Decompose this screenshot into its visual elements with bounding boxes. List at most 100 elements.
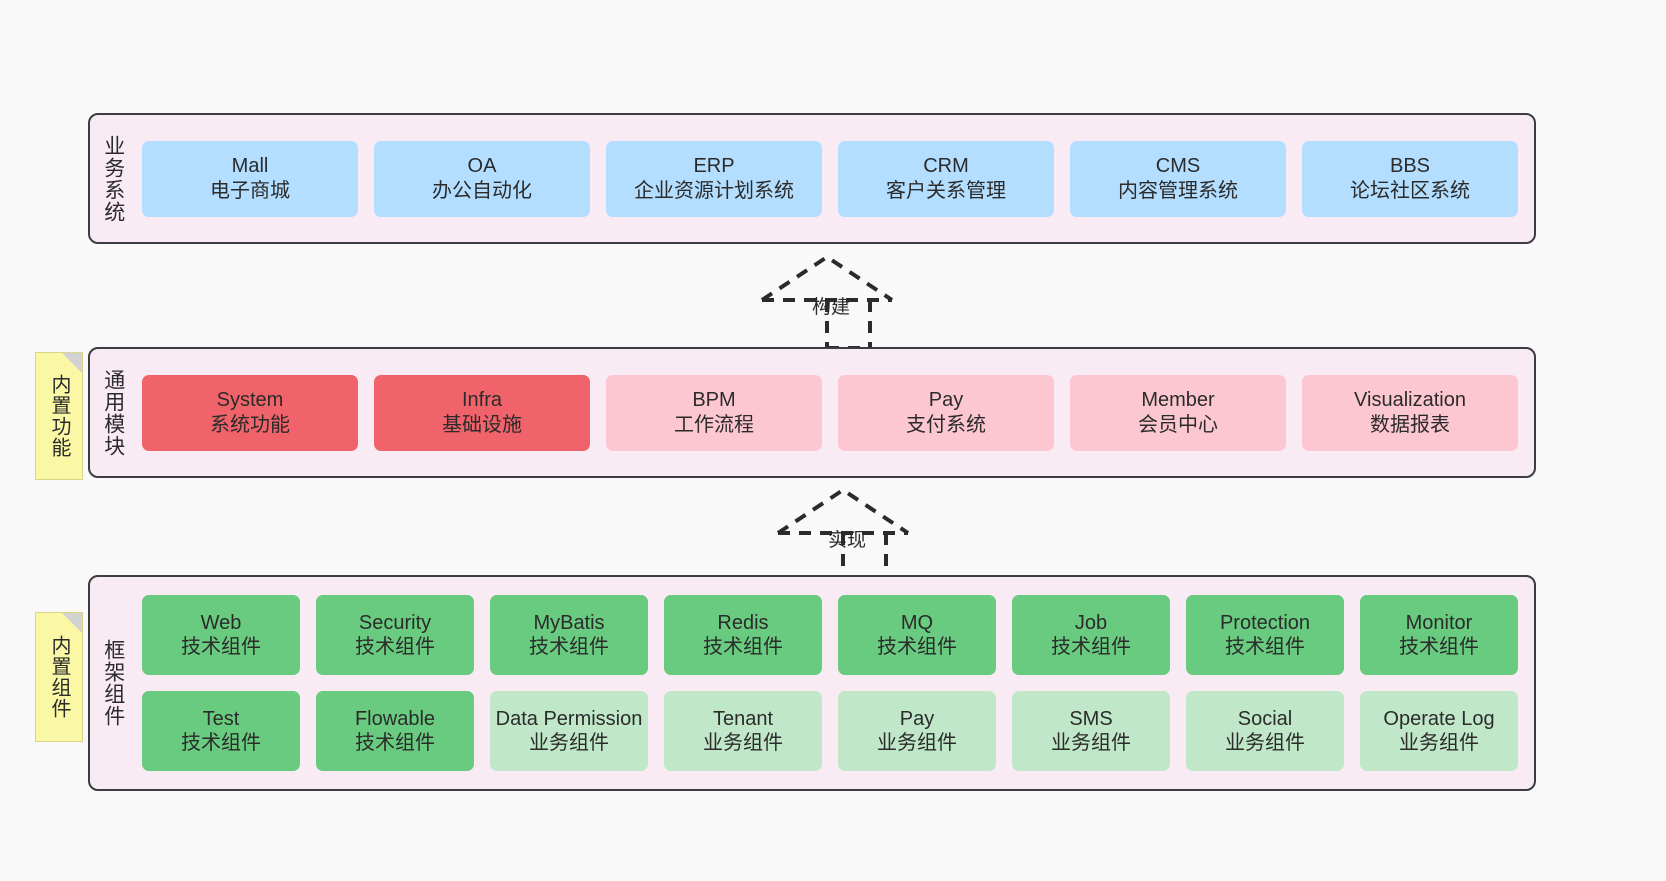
framework-components-title: 框架组件 xyxy=(101,639,125,727)
node-security[interactable]: Security 技术组件 xyxy=(316,595,474,675)
node-oa[interactable]: OA 办公自动化 xyxy=(374,140,590,217)
node-infra-en: Infra xyxy=(461,389,503,412)
node-test[interactable]: Test 技术组件 xyxy=(142,691,300,771)
note-builtin-features: 内置功能 xyxy=(35,352,83,480)
node-social-en: Social xyxy=(1237,707,1293,730)
node-mall[interactable]: Mall 电子商城 xyxy=(142,140,358,217)
common-modules-layer: 通用模块 System 系统功能 Infra 基础设施 BPM 工作流程 Pay… xyxy=(88,347,1536,478)
node-member[interactable]: Member 会员中心 xyxy=(1070,374,1286,451)
note-builtin-components-label: 内置组件 xyxy=(48,635,70,719)
node-sms[interactable]: SMS 业务组件 xyxy=(1012,691,1170,771)
node-mybatis-cn: 技术组件 xyxy=(529,636,609,658)
node-data-permission-en: Data Permission xyxy=(495,707,643,730)
common-modules-body: System 系统功能 Infra 基础设施 BPM 工作流程 Pay 支付系统… xyxy=(136,349,1534,476)
business-systems-row: Mall 电子商城 OA 办公自动化 ERP 企业资源计划系统 CRM 客户关系… xyxy=(142,140,1518,217)
node-tenant-cn: 业务组件 xyxy=(703,732,783,754)
node-operate-log[interactable]: Operate Log 业务组件 xyxy=(1360,691,1518,771)
node-infra[interactable]: Infra 基础设施 xyxy=(374,374,590,451)
node-protection-cn: 技术组件 xyxy=(1225,636,1305,658)
framework-row-business: Test 技术组件 Flowable 技术组件 Data Permission … xyxy=(142,691,1518,771)
node-visualization-en: Visualization xyxy=(1354,389,1466,412)
node-web-cn: 技术组件 xyxy=(181,636,261,658)
node-web[interactable]: Web 技术组件 xyxy=(142,595,300,675)
node-job-cn: 技术组件 xyxy=(1051,636,1131,658)
node-erp-cn: 企业资源计划系统 xyxy=(634,179,794,202)
node-oa-cn: 办公自动化 xyxy=(432,179,532,202)
node-protection-en: Protection xyxy=(1219,611,1311,634)
connector-implement: 实现 xyxy=(768,485,948,585)
node-security-en: Security xyxy=(358,611,432,634)
node-mybatis-en: MyBatis xyxy=(533,611,605,634)
note-builtin-components: 内置组件 xyxy=(35,612,83,742)
node-bbs[interactable]: BBS 论坛社区系统 xyxy=(1302,140,1518,217)
node-operate-log-en: Operate Log xyxy=(1383,707,1495,730)
node-operate-log-cn: 业务组件 xyxy=(1399,732,1479,754)
node-redis[interactable]: Redis 技术组件 xyxy=(664,595,822,675)
node-bpm-cn: 工作流程 xyxy=(674,413,754,436)
node-system-cn: 系统功能 xyxy=(210,413,290,436)
node-pay-framework[interactable]: Pay 业务组件 xyxy=(838,691,996,771)
node-social[interactable]: Social 业务组件 xyxy=(1186,691,1344,771)
node-mq[interactable]: MQ 技术组件 xyxy=(838,595,996,675)
node-visualization-cn: 数据报表 xyxy=(1370,413,1450,436)
business-systems-title: 业务系统 xyxy=(101,134,125,223)
connector-implement-label: 实现 xyxy=(828,530,867,551)
framework-row-technical: Web 技术组件 Security 技术组件 MyBatis 技术组件 Redi… xyxy=(142,595,1518,675)
node-flowable[interactable]: Flowable 技术组件 xyxy=(316,691,474,771)
node-mq-en: MQ xyxy=(900,611,934,634)
node-security-cn: 技术组件 xyxy=(355,636,435,658)
node-cms[interactable]: CMS 内容管理系统 xyxy=(1070,140,1286,217)
framework-components-layer: 框架组件 Web 技术组件 Security 技术组件 MyBatis 技术组件… xyxy=(88,575,1536,791)
node-redis-cn: 技术组件 xyxy=(703,636,783,658)
node-member-cn: 会员中心 xyxy=(1138,413,1218,436)
framework-components-body: Web 技术组件 Security 技术组件 MyBatis 技术组件 Redi… xyxy=(136,577,1534,789)
node-redis-en: Redis xyxy=(717,611,769,634)
common-modules-title: 通用模块 xyxy=(101,368,125,457)
node-tenant[interactable]: Tenant 业务组件 xyxy=(664,691,822,771)
note-builtin-features-label: 内置功能 xyxy=(48,374,70,458)
node-job[interactable]: Job 技术组件 xyxy=(1012,595,1170,675)
node-test-cn: 技术组件 xyxy=(181,732,261,754)
node-pay-framework-cn: 业务组件 xyxy=(877,732,957,754)
node-bbs-en: BBS xyxy=(1389,155,1431,178)
node-mybatis[interactable]: MyBatis 技术组件 xyxy=(490,595,648,675)
node-cms-cn: 内容管理系统 xyxy=(1118,179,1238,202)
node-system-en: System xyxy=(216,389,284,412)
node-web-en: Web xyxy=(200,611,242,634)
node-crm-cn: 客户关系管理 xyxy=(886,179,1006,202)
node-erp-en: ERP xyxy=(693,155,735,178)
node-bbs-cn: 论坛社区系统 xyxy=(1350,179,1470,202)
node-bpm[interactable]: BPM 工作流程 xyxy=(606,374,822,451)
node-pay-common-en: Pay xyxy=(928,389,964,412)
node-monitor[interactable]: Monitor 技术组件 xyxy=(1360,595,1518,675)
node-social-cn: 业务组件 xyxy=(1225,732,1305,754)
node-sms-en: SMS xyxy=(1069,707,1113,730)
node-flowable-en: Flowable xyxy=(354,707,436,730)
node-crm-en: CRM xyxy=(923,155,969,178)
node-crm[interactable]: CRM 客户关系管理 xyxy=(838,140,1054,217)
node-visualization[interactable]: Visualization 数据报表 xyxy=(1302,374,1518,451)
node-job-en: Job xyxy=(1074,611,1108,634)
node-erp[interactable]: ERP 企业资源计划系统 xyxy=(606,140,822,217)
node-member-en: Member xyxy=(1141,389,1215,412)
common-modules-row: System 系统功能 Infra 基础设施 BPM 工作流程 Pay 支付系统… xyxy=(142,374,1518,451)
node-monitor-en: Monitor xyxy=(1405,611,1473,634)
node-bpm-en: BPM xyxy=(692,389,736,412)
node-flowable-cn: 技术组件 xyxy=(355,732,435,754)
node-oa-en: OA xyxy=(467,155,497,178)
node-protection[interactable]: Protection 技术组件 xyxy=(1186,595,1344,675)
node-data-permission-cn: 业务组件 xyxy=(529,732,609,754)
node-infra-cn: 基础设施 xyxy=(442,413,522,436)
connector-build: 构建 xyxy=(752,252,932,352)
node-system[interactable]: System 系统功能 xyxy=(142,374,358,451)
node-data-permission[interactable]: Data Permission 业务组件 xyxy=(490,691,648,771)
node-test-en: Test xyxy=(202,707,240,730)
node-cms-en: CMS xyxy=(1155,155,1201,178)
node-pay-common[interactable]: Pay 支付系统 xyxy=(838,374,1054,451)
node-pay-common-cn: 支付系统 xyxy=(906,413,986,436)
node-mall-cn: 电子商城 xyxy=(210,179,290,202)
node-mq-cn: 技术组件 xyxy=(877,636,957,658)
node-sms-cn: 业务组件 xyxy=(1051,732,1131,754)
connector-build-label: 构建 xyxy=(812,297,851,318)
node-monitor-cn: 技术组件 xyxy=(1399,636,1479,658)
